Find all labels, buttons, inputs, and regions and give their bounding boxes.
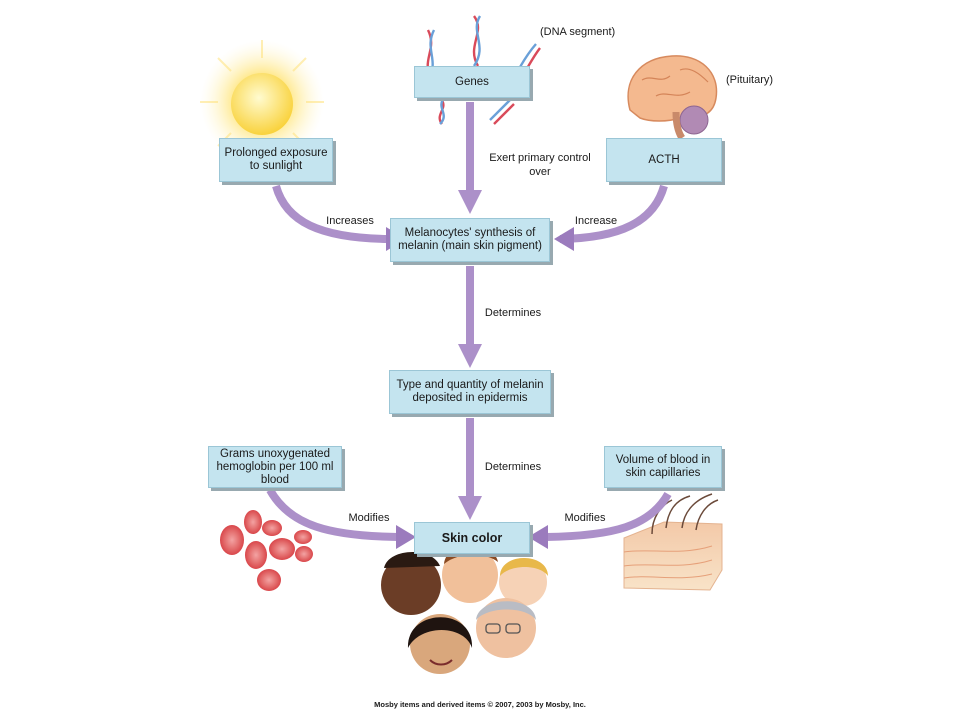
edge-label-exert-control: Exert primary control over xyxy=(489,152,591,178)
brain-icon xyxy=(627,55,718,140)
edge-label-modifies-right: Modifies xyxy=(564,512,606,524)
skin-color-box: Skin color xyxy=(414,522,530,554)
acth-box: ACTH xyxy=(606,138,722,182)
edge-label-increases: Increases xyxy=(326,215,374,227)
hemoglobin-box: Grams unoxygenated hemoglobin per 100 ml… xyxy=(208,446,342,488)
curved-arrows xyxy=(266,184,672,541)
people-faces-icon xyxy=(381,545,548,674)
melanin-synthesis-box: Melanocytes' synthesis of melanin (main … xyxy=(390,218,550,262)
edge-label-determines-2: Determines xyxy=(484,461,542,473)
blood-volume-box: Volume of blood in skin capillaries xyxy=(604,446,722,488)
sun-icon xyxy=(200,40,324,164)
dna-segment-annotation: (DNA segment) xyxy=(540,26,616,38)
red-blood-cells-icon xyxy=(220,510,313,591)
copyright-footer: Mosby items and derived items © 2007, 20… xyxy=(374,700,586,709)
sunlight-box: Prolonged exposure to sunlight xyxy=(219,138,333,182)
edge-label-modifies-left: Modifies xyxy=(348,512,390,524)
edge-label-increase: Increase xyxy=(574,215,618,227)
melanin-type-box: Type and quantity of melanin deposited i… xyxy=(389,370,551,414)
genes-box: Genes xyxy=(414,66,530,98)
arrows xyxy=(458,102,482,520)
edge-label-determines-1: Determines xyxy=(484,307,542,319)
pituitary-annotation: (Pituitary) xyxy=(726,74,774,86)
skin-block-icon xyxy=(623,493,723,591)
